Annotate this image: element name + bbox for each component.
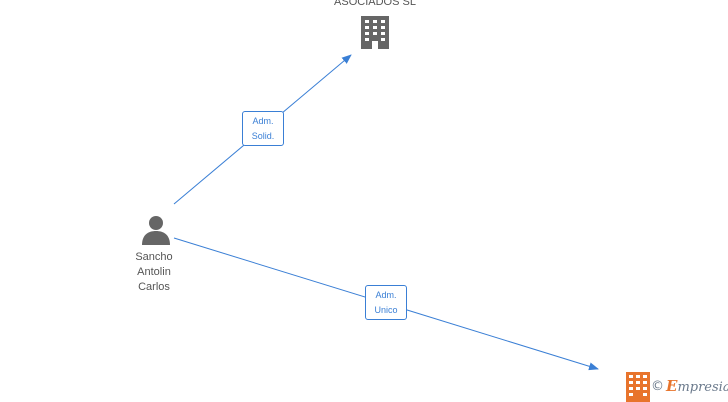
edge-label-line: Adm. (375, 290, 397, 300)
person-name-line: Antolin (137, 266, 171, 278)
edge-label-adm-unico[interactable]: Adm. Unico (365, 285, 407, 320)
building-icon[interactable] (359, 15, 391, 49)
copyright-symbol: © (651, 378, 664, 394)
person-name-line: Sancho (135, 251, 173, 263)
person-icon[interactable] (141, 215, 171, 245)
person-name[interactable]: Sancho Antolin Carlos (114, 250, 194, 295)
brand-logo: Empresia (666, 377, 728, 395)
edge-label-line: Unico (374, 305, 398, 315)
empresia-watermark: © Empresia (651, 372, 728, 400)
edge-label-adm-solid[interactable]: Adm. Solid. (242, 111, 284, 146)
building-icon[interactable] (626, 372, 650, 402)
company-top-name[interactable]: ASOCIADOS SL (334, 0, 416, 8)
edge-label-line: Solid. (251, 131, 275, 141)
person-name-line: Carlos (138, 281, 170, 293)
edge-label-line: Adm. (252, 116, 274, 126)
